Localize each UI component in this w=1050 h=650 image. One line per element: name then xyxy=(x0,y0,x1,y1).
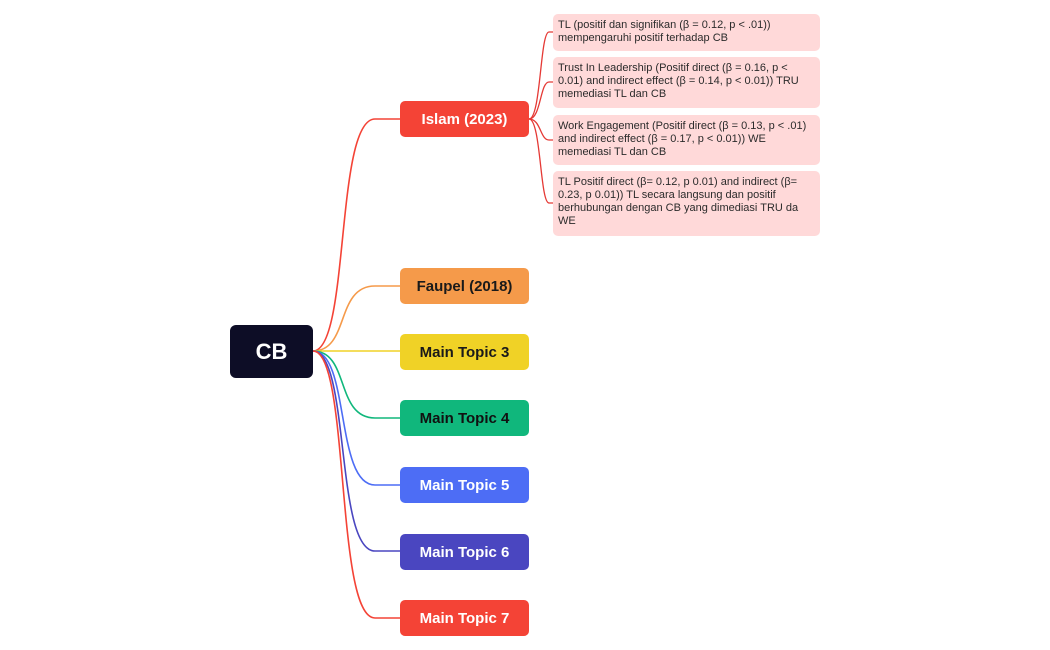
connector-topic-6 xyxy=(312,350,400,552)
connector-sub-4 xyxy=(528,118,553,204)
main-topic-label: Main Topic 5 xyxy=(419,476,510,494)
connector-islam xyxy=(312,118,400,352)
main-topic-5[interactable]: Main Topic 5 xyxy=(400,467,529,503)
central-topic-cb[interactable]: CB xyxy=(230,325,313,378)
subtopic-text: TL (positif dan signifikan (β = 0.12, p … xyxy=(558,19,771,44)
subtopic-text: TL Positif direct (β= 0.12, p 0.01) and … xyxy=(558,176,799,227)
subtopic-text: Work Engagement (Positif direct (β = 0.1… xyxy=(558,120,807,158)
subtopic-trust-in-leadership[interactable]: Trust In Leadership (Positif direct (β =… xyxy=(553,57,820,108)
main-topic-label: Main Topic 3 xyxy=(419,343,510,361)
subtopic-tl-direct-indirect[interactable]: TL Positif direct (β= 0.12, p 0.01) and … xyxy=(553,171,820,236)
main-topic-faupel-2018[interactable]: Faupel (2018) xyxy=(400,268,529,304)
connector-topic-7 xyxy=(312,350,400,619)
main-topic-4[interactable]: Main Topic 4 xyxy=(400,400,529,436)
subtopic-work-engagement[interactable]: Work Engagement (Positif direct (β = 0.1… xyxy=(553,115,820,165)
connector-sub-2 xyxy=(528,81,553,120)
connector-faupel xyxy=(312,285,400,352)
connector-topic-5 xyxy=(312,350,400,486)
main-topic-label: Main Topic 6 xyxy=(419,543,510,561)
main-topic-label: Faupel (2018) xyxy=(416,277,513,295)
main-topic-label: Main Topic 7 xyxy=(419,609,510,627)
main-topic-label: Main Topic 4 xyxy=(419,409,510,427)
main-topic-3[interactable]: Main Topic 3 xyxy=(400,334,529,370)
subtopic-tl-positive-effect[interactable]: TL (positif dan signifikan (β = 0.12, p … xyxy=(553,14,820,51)
main-topic-7[interactable]: Main Topic 7 xyxy=(400,600,529,636)
subtopic-text: Trust In Leadership (Positif direct (β =… xyxy=(558,62,799,100)
main-topic-6[interactable]: Main Topic 6 xyxy=(400,534,529,570)
connector-topic-4 xyxy=(312,350,400,419)
connector-sub-1 xyxy=(528,31,553,120)
central-topic-label: CB xyxy=(255,338,288,364)
connector-sub-3 xyxy=(528,118,553,141)
main-topic-islam-2023[interactable]: Islam (2023) xyxy=(400,101,529,137)
main-topic-label: Islam (2023) xyxy=(421,110,508,128)
